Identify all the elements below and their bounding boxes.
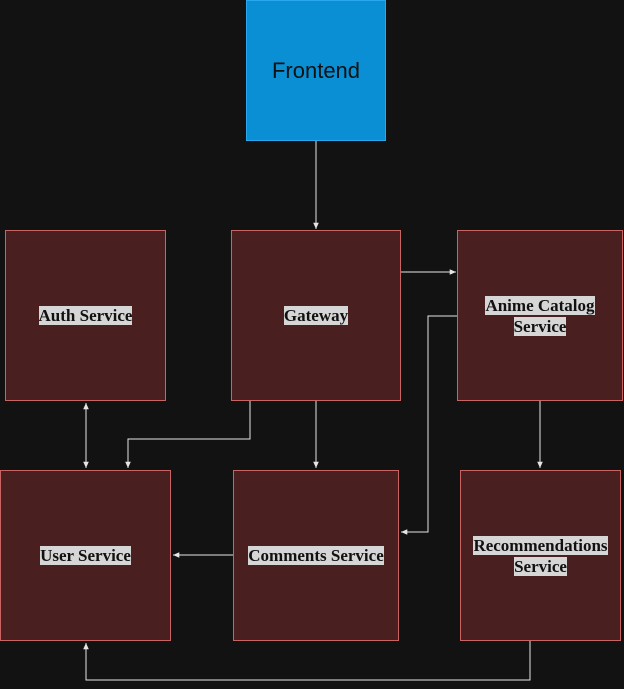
edge-gateway-to-user xyxy=(125,401,251,468)
recommendations-service-node[interactable]: Recommendations Service xyxy=(460,470,621,641)
anime-catalog-service-label: Anime Catalog Service xyxy=(485,295,595,336)
user-service-label: User Service xyxy=(40,546,131,565)
recommendations-service-label: Recommendations Service xyxy=(473,535,608,576)
frontend-node[interactable]: Frontend xyxy=(246,0,386,141)
auth-service-node[interactable]: Auth Service xyxy=(5,230,166,401)
edge-recommendations-to-user xyxy=(83,641,531,681)
auth-service-label: Auth Service xyxy=(38,306,133,325)
comments-service-label: Comments Service xyxy=(248,546,384,565)
comments-service-node[interactable]: Comments Service xyxy=(233,470,399,641)
gateway-node[interactable]: Gateway xyxy=(231,230,401,401)
gateway-label: Gateway xyxy=(283,306,349,325)
user-service-node[interactable]: User Service xyxy=(0,470,171,641)
frontend-label: Frontend xyxy=(271,58,361,83)
anime-catalog-service-node[interactable]: Anime Catalog Service xyxy=(457,230,623,401)
edge-anime-catalog-to-comments xyxy=(401,315,458,535)
